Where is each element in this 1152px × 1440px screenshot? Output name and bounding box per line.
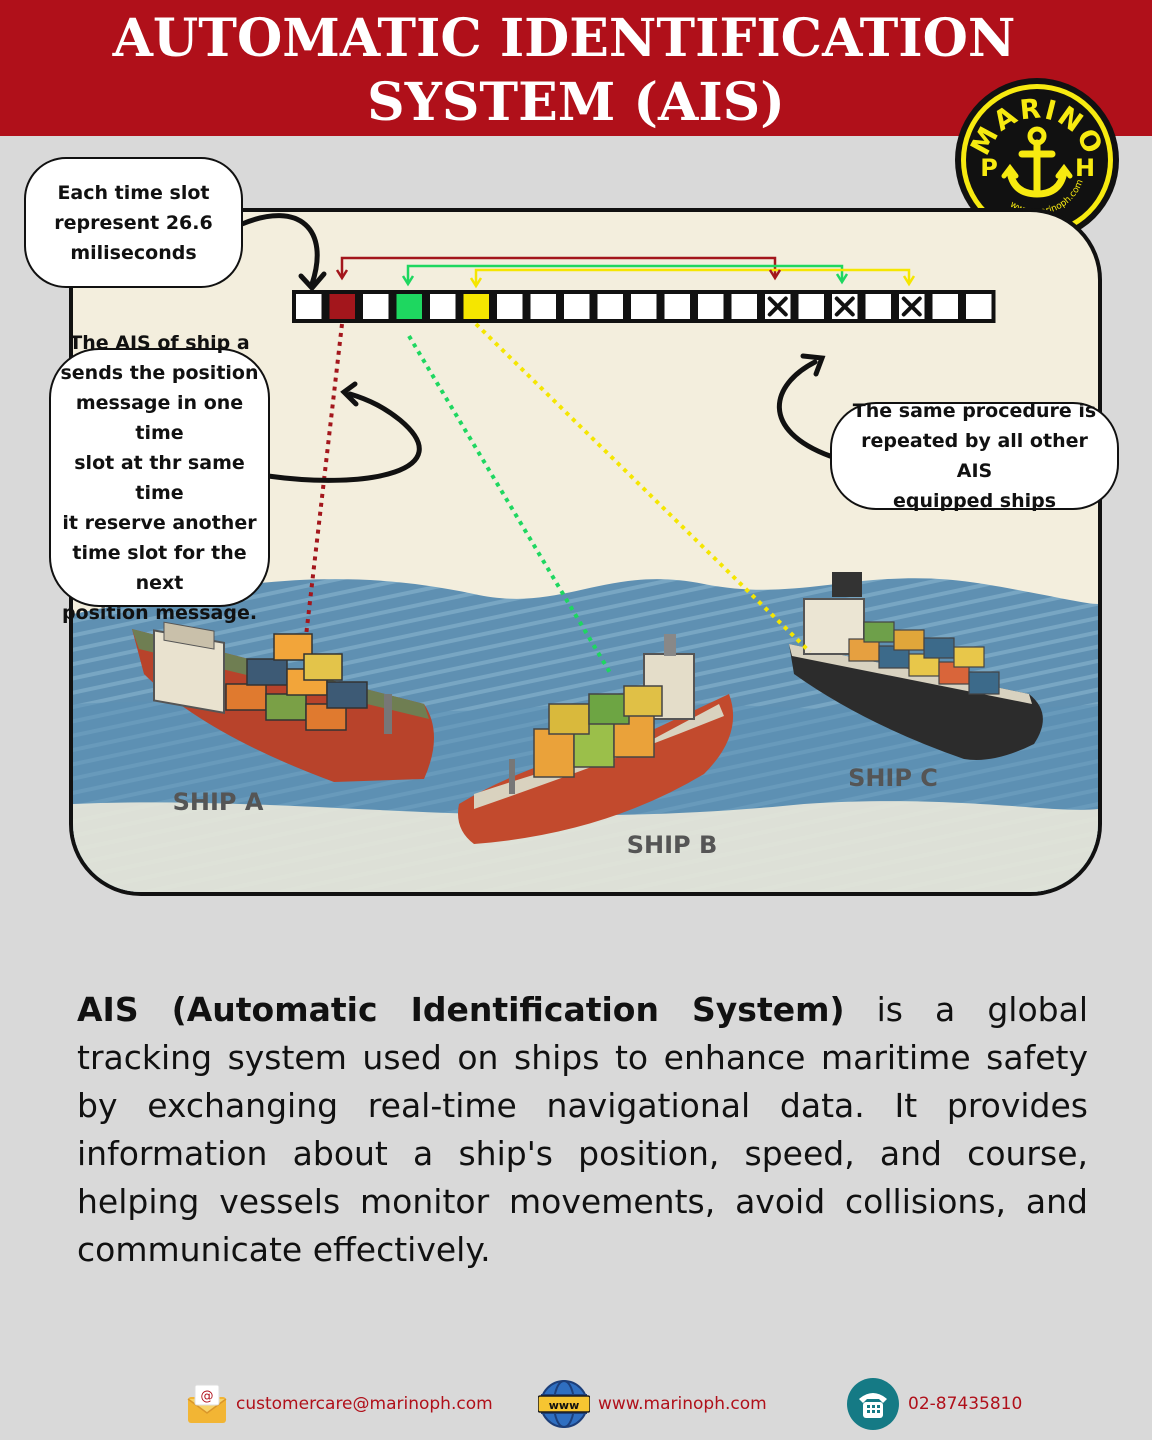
repeat-callout-line: equipped ships (892, 490, 1057, 512)
header-bar: AUTOMATIC IDENTIFICATION SYSTEM (AIS) (0, 0, 1152, 136)
ais-description-text: is a global tracking system used on ship… (77, 990, 1088, 1269)
page-title-line2: SYSTEM (AIS) (367, 72, 785, 133)
ship-c (789, 572, 1043, 760)
ship-a-callout-line: slot at thr same time (74, 451, 245, 504)
ship-b (458, 634, 734, 844)
ship-a-callout-line: position message. (61, 601, 258, 624)
globe-icon: www (538, 1380, 590, 1428)
ship-c-label: SHIP C (848, 764, 938, 792)
footer-email-text[interactable]: customercare@marinoph.com (236, 1394, 493, 1414)
repeat-procedure-callout: The same procedure is repeated by all ot… (830, 400, 1119, 512)
ship-a-callout-line: it reserve another (62, 511, 257, 534)
time-slot-callout-line: Each time slot (57, 181, 210, 204)
footer-website[interactable]: www www.marinoph.com (538, 1378, 767, 1430)
ship-a (132, 621, 434, 782)
anchor-icon (1001, 126, 1073, 198)
footer-phone-text[interactable]: 02-87435810 (908, 1394, 1023, 1414)
email-icon: @ (187, 1384, 227, 1423)
marinoph-logo[interactable]: MARINO P H www.marinoph.com (952, 76, 1122, 244)
footer-website-text[interactable]: www.marinoph.com (598, 1394, 767, 1414)
ship-a-label: SHIP A (173, 788, 264, 816)
ship-b-label: SHIP B (627, 831, 718, 859)
time-slot-callout-line: represent 26.6 (54, 211, 213, 234)
svg-text:www: www (549, 1399, 580, 1412)
ship-a-callout: The AIS of ship a sends the position mes… (49, 332, 270, 624)
time-slot-callout-line: miliseconds (70, 241, 197, 264)
page-title-line1: AUTOMATIC IDENTIFICATION (112, 8, 1016, 69)
ship-a-callout-line: time slot for the next (72, 541, 247, 594)
svg-text:@: @ (201, 1389, 214, 1404)
ship-a-callout-line: sends the position (60, 361, 259, 384)
phone-icon (847, 1378, 899, 1430)
svg-text:P: P (980, 154, 998, 182)
repeat-callout-line: repeated by all other AIS (861, 430, 1088, 482)
ais-description-term: AIS (Automatic Identification System) (77, 990, 845, 1029)
time-slot-callout: Each time slot represent 26.6 milisecond… (24, 157, 243, 288)
ais-description: AIS (Automatic Identification System) is… (77, 986, 1088, 1274)
ship-a-callout-line: The AIS of ship a (69, 331, 250, 354)
sea-scene: SHIP A SHIP B SHIP C (73, 572, 1098, 892)
footer-email[interactable]: @ customercare@marinoph.com (186, 1378, 493, 1430)
ship-a-callout-line: message in one time (75, 391, 244, 444)
svg-text:H: H (1075, 154, 1095, 182)
repeat-callout-line: The same procedure is (852, 400, 1097, 422)
footer-phone[interactable]: 02-87435810 (846, 1378, 1022, 1430)
